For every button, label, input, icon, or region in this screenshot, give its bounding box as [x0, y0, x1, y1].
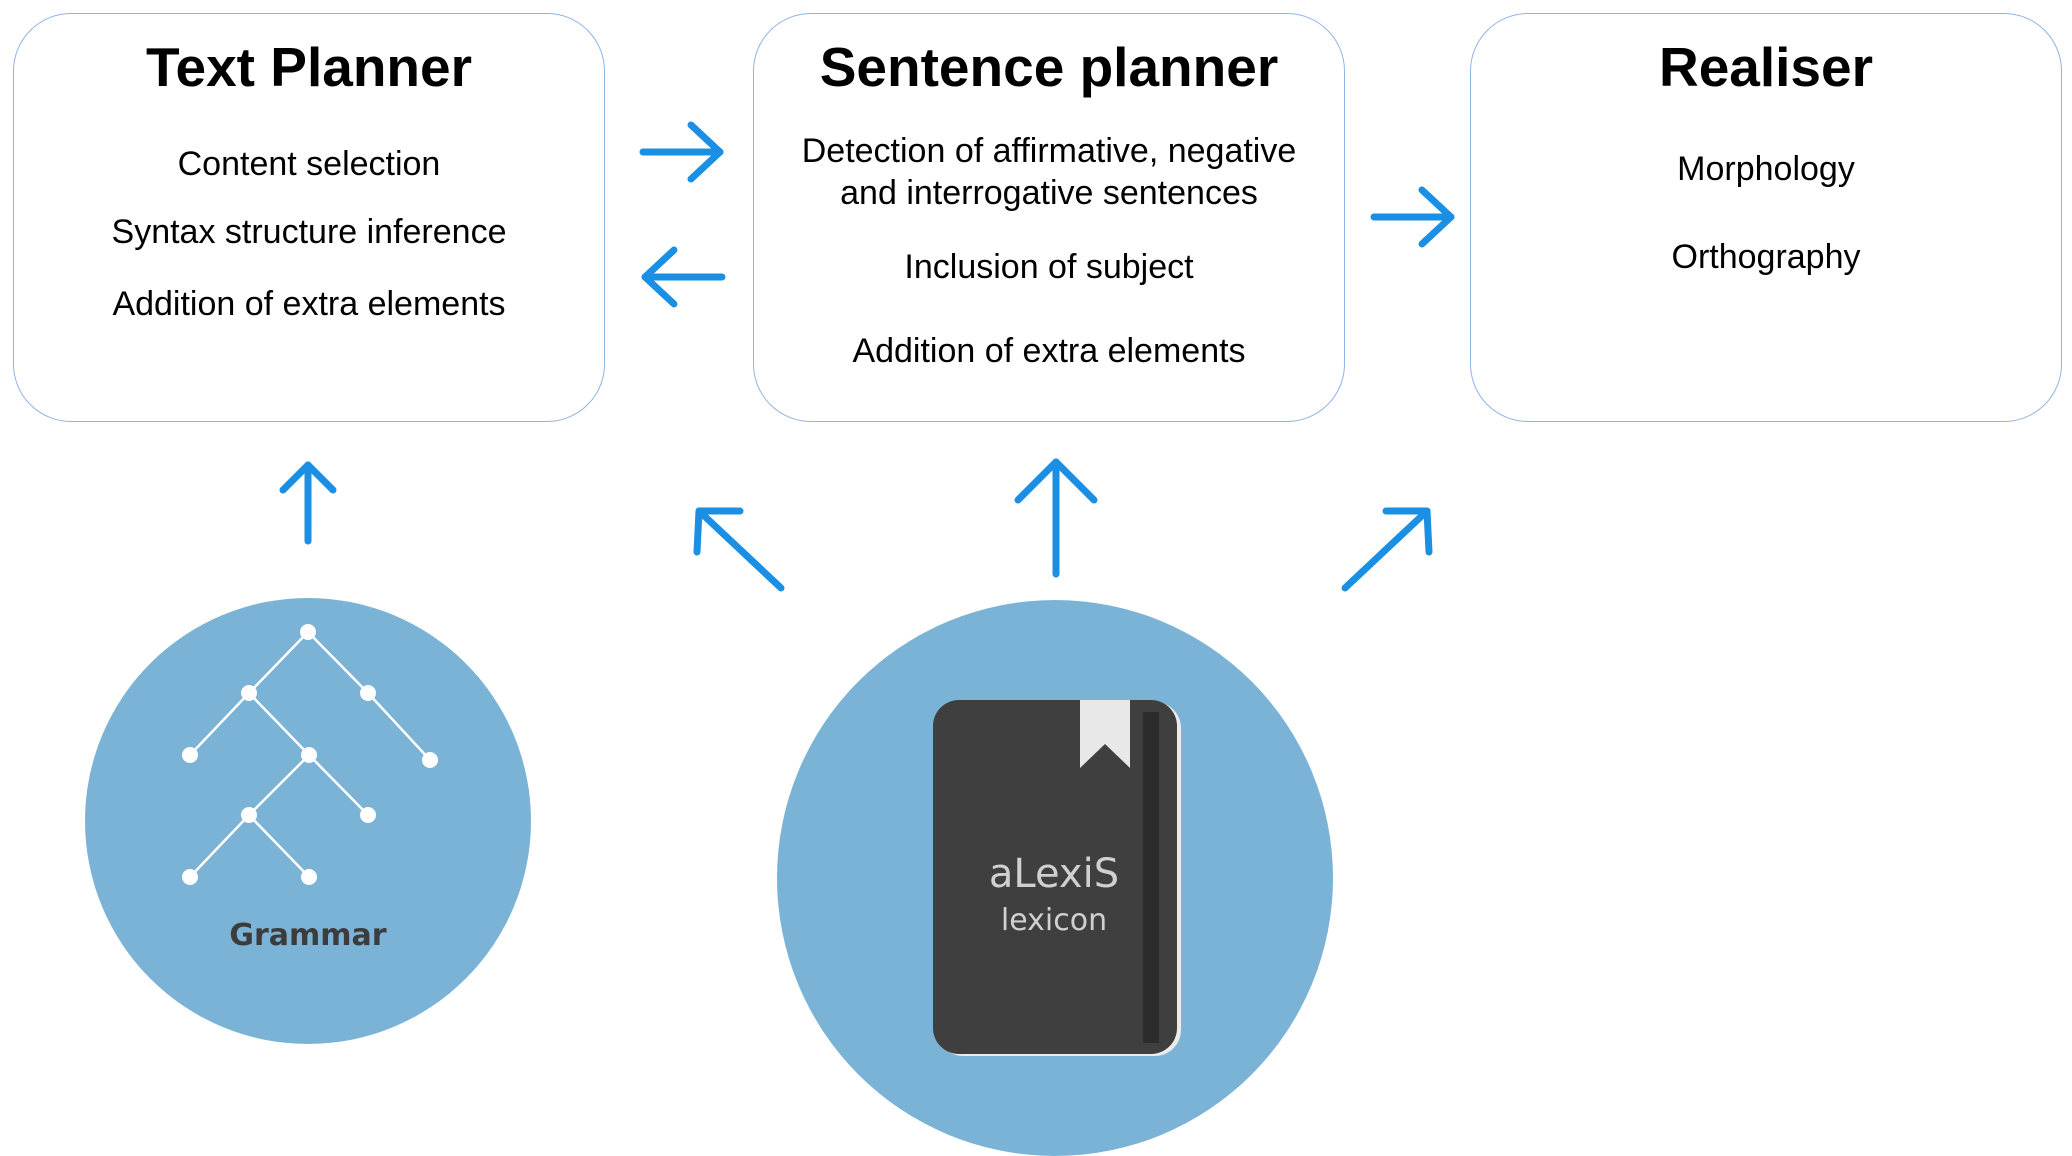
realiser-item-morphology: Morphology — [1677, 150, 1855, 188]
sentence-planner-item-detection-line1: Detection of affirmative, negative — [801, 132, 1297, 170]
sentence-planner-item-subject: Inclusion of subject — [904, 248, 1194, 286]
text-planner-item-extra-elements: Addition of extra elements — [112, 285, 506, 323]
grammar-resource: Grammar — [85, 598, 531, 1044]
arrow-lexicon-to-sentence-planner — [1014, 458, 1098, 578]
lexicon-name: aLexiS — [989, 851, 1119, 897]
text-planner-box: Text Planner Content selection Syntax st… — [13, 13, 605, 422]
realiser-item-orthography: Orthography — [1671, 238, 1861, 276]
lexicon-resource: aLexiS lexicon — [777, 600, 1333, 1156]
sentence-planner-box: Sentence planner Detection of affirmativ… — [753, 13, 1345, 422]
arrow-sentence-to-text — [641, 246, 726, 308]
arrow-text-to-sentence — [639, 121, 724, 183]
lexicon-subtitle: lexicon — [1001, 903, 1107, 938]
book-icon: aLexiS lexicon — [933, 700, 1181, 1056]
sentence-planner-item-extra-elements: Addition of extra elements — [852, 332, 1246, 370]
arrow-grammar-to-text-planner — [279, 461, 337, 545]
text-planner-title: Text Planner — [145, 36, 473, 98]
realiser-title: Realiser — [1658, 36, 1874, 98]
text-planner-item-content-selection: Content selection — [177, 145, 441, 183]
grammar-circle — [85, 598, 531, 1044]
syntax-tree-icon — [182, 624, 438, 885]
text-planner-item-syntax-structure: Syntax structure inference — [111, 213, 507, 251]
realiser-box: Realiser Morphology Orthography — [1470, 13, 2062, 422]
sentence-planner-title: Sentence planner — [819, 36, 1279, 98]
arrow-lexicon-to-realiser — [1341, 507, 1433, 592]
grammar-label: Grammar — [229, 918, 386, 953]
arrow-sentence-to-realiser — [1370, 186, 1455, 248]
arrow-lexicon-to-text-planner — [693, 507, 785, 592]
sentence-planner-item-detection-line2: and interrogative sentences — [840, 174, 1258, 212]
bookmark-icon — [1080, 700, 1130, 768]
